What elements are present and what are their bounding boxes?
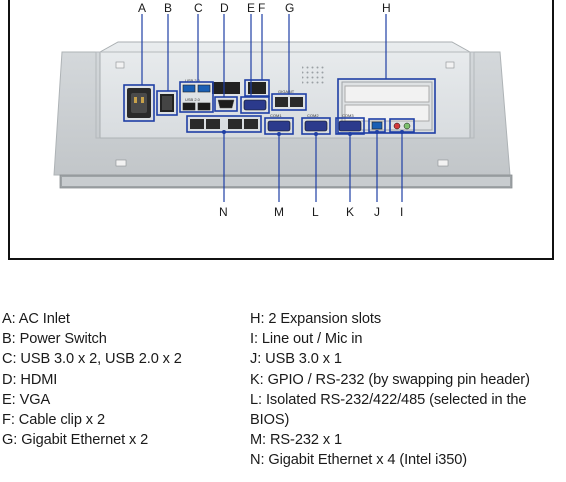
legend-key: J: [250, 351, 262, 368]
ac-inlet [127, 88, 151, 118]
callout-letter-b: B [164, 1, 172, 15]
legend-item-h: H: 2 Expansion slots [250, 309, 562, 329]
legend-key: L: [250, 391, 262, 408]
legend-text: GPIO / RS-232 (by swapping pin header) [267, 371, 530, 388]
power-switch [160, 94, 174, 112]
vga-port [212, 82, 267, 111]
svg-text:USB 2.0: USB 2.0 [185, 97, 201, 102]
svg-text:GIGABIT: GIGABIT [278, 89, 295, 94]
rear-panel-diagram: USB 3.0 USB 2.0 GIGABIT COM1 [53, 1, 513, 219]
callout-letter-j: J [374, 205, 380, 219]
callout-letter-l: L [312, 205, 319, 219]
legend-key: I: [250, 331, 258, 348]
legend-key: F: [2, 412, 15, 429]
legend-key: H: [250, 311, 265, 327]
callout-letter-n: N [219, 205, 228, 219]
legend-left-column: A: AC Inlet B: Power Switch C: USB 3.0 x… [2, 309, 242, 450]
callout-letter-h: H [382, 1, 391, 15]
legend-text: Line out / Mic in [261, 331, 363, 348]
legend-item-j: J: USB 3.0 x 1 [250, 349, 562, 369]
legend-item-g: G: Gigabit Ethernet x 2 [2, 430, 242, 450]
legend-key: G: [2, 432, 18, 449]
callout-letter-e: E [247, 1, 255, 15]
legend-key: B: [2, 331, 16, 348]
callout-letter-a: A [138, 1, 146, 15]
legend-text: USB 3.0 x 1 [265, 351, 342, 368]
legend-item-d: D: HDMI [2, 370, 242, 390]
legend-key: C: [2, 351, 17, 368]
legend-key: N: [250, 452, 265, 469]
svg-text:COM3: COM3 [342, 113, 354, 118]
callout-letter-m: M [274, 205, 284, 219]
gpio-rs232-port: COM3 [338, 113, 362, 132]
legend-text: RS-232 x 1 [269, 432, 342, 449]
legend-right-column: H: 2 Expansion slots I: Line out / Mic i… [250, 309, 562, 471]
legend-text: Power Switch [19, 331, 107, 348]
legend-text: 2 Expansion slots [268, 311, 382, 327]
legend-item-k: K: GPIO / RS-232 (by swapping pin header… [250, 370, 562, 390]
legend-key: E: [2, 391, 16, 408]
legend-text: VGA [19, 391, 51, 408]
audio-jacks [393, 122, 411, 130]
isolated-serial-port: COM2 [304, 113, 328, 132]
legend-text: HDMI [20, 371, 58, 388]
callout-letter-c: C [194, 1, 203, 15]
leader-lines [141, 14, 403, 202]
vent-grille [302, 66, 324, 84]
usb-ports: USB 3.0 USB 2.0 [182, 78, 211, 111]
legend-text: AC Inlet [18, 311, 70, 327]
legend-item-m: M: RS-232 x 1 [250, 430, 562, 450]
hdmi-port [217, 99, 235, 109]
cable-clip [248, 82, 266, 94]
legend-item-n: N: Gigabit Ethernet x 4 (Intel i350) [250, 450, 562, 470]
legend-item-i: I: Line out / Mic in [250, 329, 562, 349]
mounting-screws [115, 61, 455, 167]
callout-letter-d: D [220, 1, 229, 15]
callout-letter-g: G [285, 1, 294, 15]
legend-text: Gigabit Ethernet x 2 [21, 432, 149, 449]
callout-letter-k: K [346, 205, 354, 219]
legend-text: Cable clip x 2 [18, 412, 105, 429]
svg-text:COM2: COM2 [307, 113, 319, 118]
legend-item-c: C: USB 3.0 x 2, USB 2.0 x 2 [2, 349, 242, 369]
gigabit-ethernet-quad [190, 119, 258, 129]
expansion-slots [341, 81, 433, 131]
legend-item-f: F: Cable clip x 2 [2, 410, 242, 430]
rs232-port: COM1 [267, 113, 291, 132]
svg-text:USB 3.0: USB 3.0 [185, 78, 201, 83]
callout-letter-f: F [258, 1, 265, 15]
legend-key: M: [250, 432, 267, 449]
leader-dots [222, 130, 404, 136]
legend-key: A: [2, 311, 16, 327]
legend-item-a: A: AC Inlet [2, 309, 242, 329]
legend-item-l: L: Isolated RS-232/422/485 (selected in … [250, 390, 562, 430]
legend-text: Gigabit Ethernet x 4 (Intel i350) [268, 452, 468, 469]
legend-key: K: [250, 371, 264, 388]
callout-letter-i: I [400, 205, 403, 219]
legend-text: USB 3.0 x 2, USB 2.0 x 2 [20, 351, 182, 368]
legend-key: D: [2, 371, 17, 388]
legend-item-e: E: VGA [2, 390, 242, 410]
usb-3-single [371, 121, 383, 130]
legend-item-b: B: Power Switch [2, 329, 242, 349]
svg-text:COM1: COM1 [270, 113, 282, 118]
legend-text: Isolated RS-232/422/485 (selected in the… [250, 391, 527, 429]
gigabit-ethernet-dual: GIGABIT [275, 89, 303, 107]
